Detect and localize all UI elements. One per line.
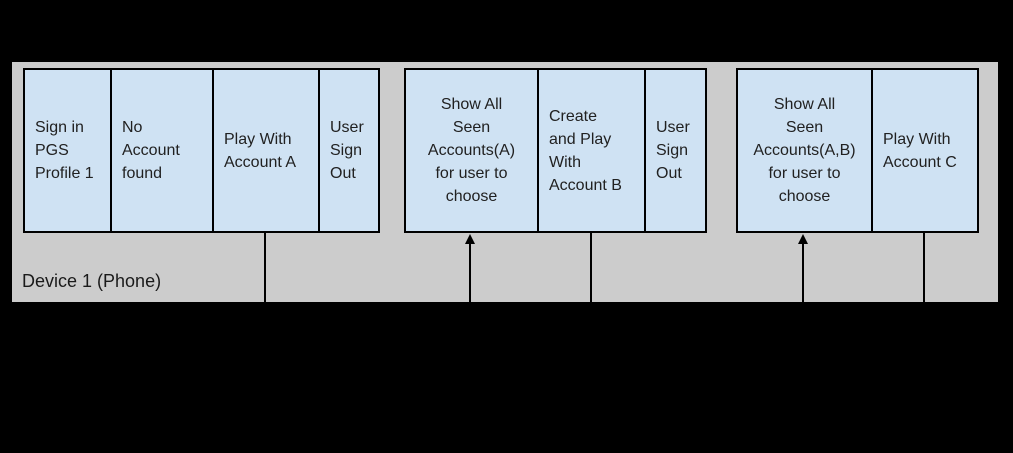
flow-group-session-2: Show All Seen Accounts(A) for user to ch…	[404, 68, 707, 233]
step-no-account-found: No Account found	[110, 68, 212, 233]
flow-group-session-1: Sign in PGS Profile 1 No Account found P…	[23, 68, 380, 233]
step-user-sign-out-2: User Sign Out	[644, 68, 707, 233]
step-show-seen-accounts-a: Show All Seen Accounts(A) for user to ch…	[404, 68, 537, 233]
connector-down-from-play-with-account-a	[264, 233, 266, 302]
step-label: Play With Account A	[224, 130, 297, 171]
device-label: Device 1 (Phone)	[22, 271, 162, 291]
arrow-up-icon	[798, 234, 808, 244]
step-create-and-play-account-b: Create and Play With Account B	[537, 68, 644, 233]
connector-down-from-create-and-play-account-b	[590, 233, 592, 302]
step-label: Sign in PGS Profile 1	[35, 119, 94, 182]
step-label: Show All Seen Accounts(A,B) for user to …	[753, 96, 856, 205]
step-user-sign-out-1: User Sign Out	[318, 68, 380, 233]
step-play-with-account-a: Play With Account A	[212, 68, 318, 233]
step-sign-in-pgs-profile-1: Sign in PGS Profile 1	[23, 68, 110, 233]
connector-down-from-play-with-account-c	[923, 233, 925, 302]
step-label: No Account found	[122, 119, 180, 182]
step-label: Create and Play With Account B	[549, 107, 622, 194]
step-show-seen-accounts-a-b: Show All Seen Accounts(A,B) for user to …	[736, 68, 871, 233]
connector-up-into-show-seen-accounts-a	[469, 243, 471, 302]
step-label: Play With Account C	[883, 130, 957, 171]
step-label: Show All Seen Accounts(A) for user to ch…	[427, 96, 516, 205]
step-play-with-account-c: Play With Account C	[871, 68, 979, 233]
connector-up-into-show-seen-accounts-a-b	[802, 243, 804, 302]
device-panel: Sign in PGS Profile 1 No Account found P…	[12, 62, 998, 302]
arrow-up-icon	[465, 234, 475, 244]
step-label: User Sign Out	[656, 119, 690, 182]
flow-group-session-3: Show All Seen Accounts(A,B) for user to …	[736, 68, 979, 233]
step-label: User Sign Out	[330, 119, 364, 182]
